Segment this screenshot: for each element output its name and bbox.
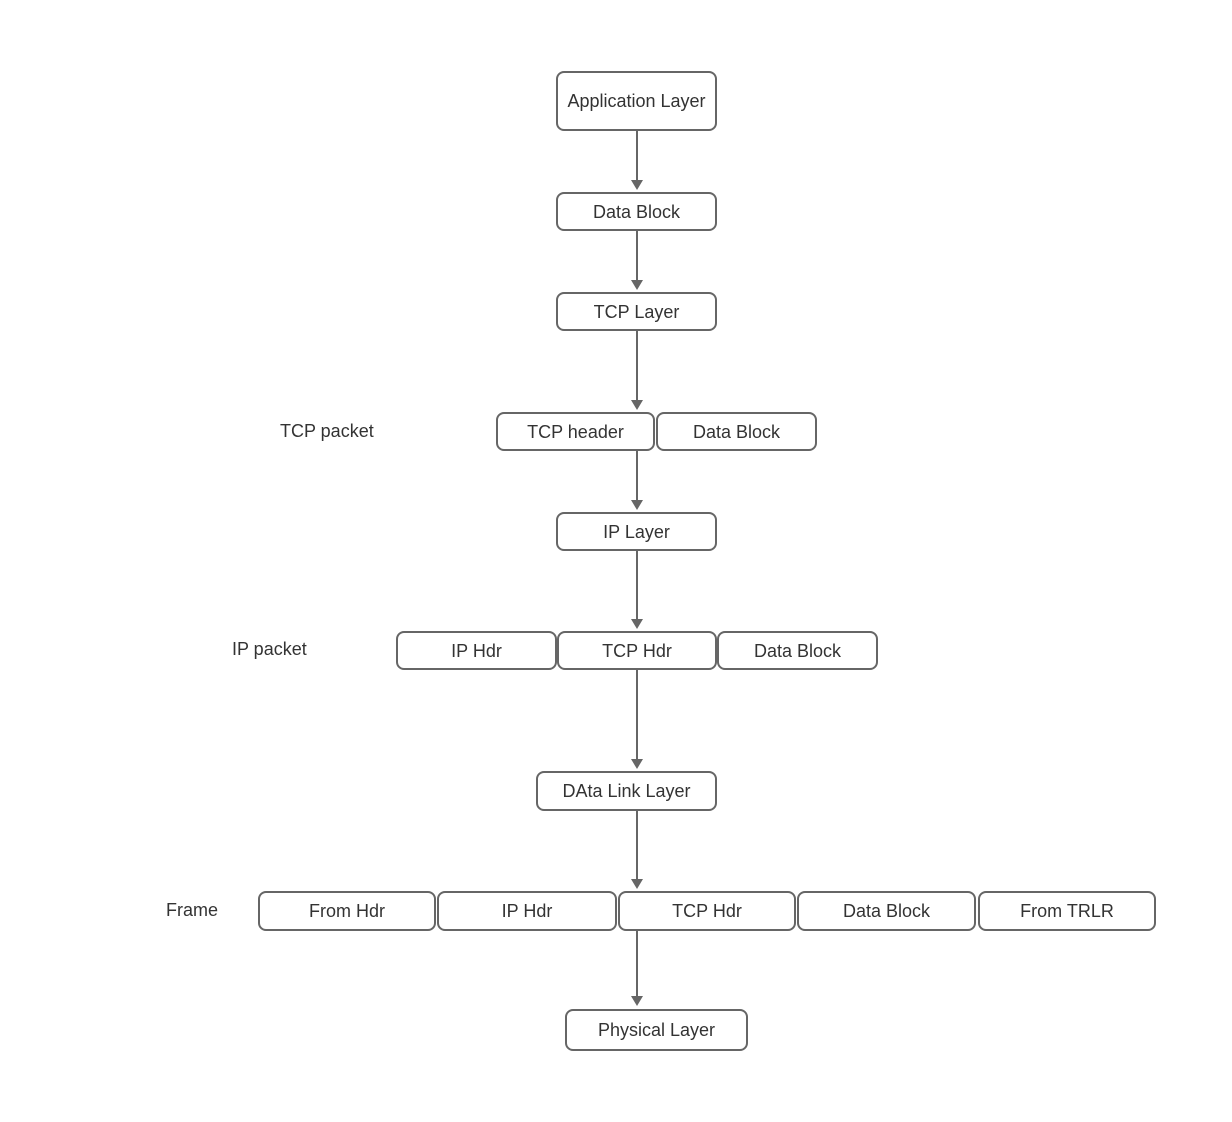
node-application-layer: Application Layer: [556, 71, 717, 131]
node-physical-layer: Physical Layer: [565, 1009, 748, 1051]
cell-ip-hdr: IP Hdr: [437, 891, 617, 931]
cell-tcp-header: TCP header: [496, 412, 655, 451]
node-data-block: Data Block: [556, 192, 717, 231]
arrow-down-icon: [631, 331, 643, 410]
arrow-down-icon: [631, 231, 643, 290]
arrow-down-icon: [631, 451, 643, 510]
cell-data-block: Data Block: [656, 412, 817, 451]
node-ip-layer: IP Layer: [556, 512, 717, 551]
cell-data-block: Data Block: [717, 631, 878, 670]
node-tcp-layer: TCP Layer: [556, 292, 717, 331]
arrow-down-icon: [631, 131, 643, 190]
arrow-down-icon: [631, 670, 643, 769]
node-data-link-layer: DAta Link Layer: [536, 771, 717, 811]
cell-tcp-hdr: TCP Hdr: [557, 631, 717, 670]
label-tcp-packet: TCP packet: [280, 421, 374, 441]
cell-tcp-hdr: TCP Hdr: [618, 891, 796, 931]
cell-from-hdr: From Hdr: [258, 891, 436, 931]
label-ip-packet: IP packet: [232, 639, 307, 659]
cell-data-block: Data Block: [797, 891, 976, 931]
label-frame: Frame: [166, 900, 219, 920]
arrow-down-icon: [631, 551, 643, 629]
cell-from-trlr: From TRLR: [978, 891, 1156, 931]
arrow-down-icon: [631, 931, 643, 1006]
cell-ip-hdr: IP Hdr: [396, 631, 557, 670]
arrow-down-icon: [631, 811, 643, 889]
